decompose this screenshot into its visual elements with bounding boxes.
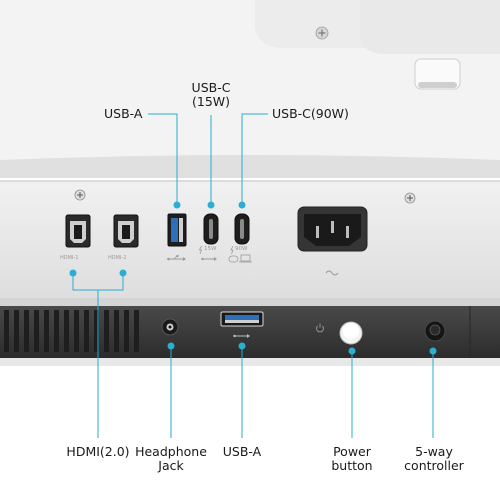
power-delivery-icon — [198, 245, 203, 255]
label-usb-a-top: USB-A — [104, 106, 143, 121]
label-usb-a-bottom: USB-A — [222, 444, 262, 459]
usb-a-port-top[interactable] — [167, 213, 187, 247]
power-button[interactable] — [339, 321, 363, 345]
callout-dot-headphone — [167, 342, 175, 350]
five-way-controller[interactable] — [424, 320, 446, 342]
callout-dot-controller — [429, 347, 437, 355]
usb-c-90w-marking — [230, 245, 234, 255]
callout-line-usb-a-top — [148, 113, 178, 205]
callout-dot-usb-a-bottom — [238, 342, 246, 350]
label-power-line1: Power — [333, 444, 371, 459]
power-icon — [316, 323, 324, 333]
hdmi-2-marking: HDMI-2 — [108, 255, 127, 261]
usb-c-15w-marking — [198, 245, 203, 255]
usb-icon-bottom — [233, 334, 250, 338]
callout-dot-power — [348, 347, 356, 355]
hdmi-2-port[interactable] — [113, 214, 139, 248]
ac-symbol-icon — [325, 270, 339, 276]
ventilation-grille — [4, 310, 139, 352]
usb-c-15w-wattage: 15W — [204, 246, 217, 252]
panel-screw-right-icon — [404, 192, 416, 204]
callout-dot-usb-c-15w — [207, 201, 215, 209]
callout-dot-usb-c-90w — [238, 201, 246, 209]
usb-icon — [167, 255, 186, 261]
stand-screw-icon — [315, 26, 329, 40]
stand-release-latch[interactable] — [414, 58, 461, 90]
usb-c-90w-port[interactable] — [234, 213, 250, 245]
headphone-jack[interactable] — [161, 318, 179, 336]
callout-dot-hdmi-2 — [119, 269, 127, 277]
usb-icon-15w — [201, 257, 217, 261]
label-headphone-line1: Headphone — [135, 444, 207, 459]
label-power-line2: button — [331, 458, 373, 473]
usb-c-15w-port[interactable] — [203, 213, 219, 245]
callout-dot-usb-a-top — [173, 201, 181, 209]
label-headphone-line2: Jack — [158, 458, 184, 473]
hdmi-1-port[interactable] — [65, 214, 91, 248]
callout-lines — [69, 113, 437, 438]
label-usb-c-15w-line1: USB-C — [191, 80, 231, 95]
label-controller-line1: 5-way — [415, 444, 453, 459]
callout-line-usb-c-90w — [241, 113, 268, 205]
label-usb-c-90w: USB-C(90W) — [272, 106, 349, 121]
callout-dot-hdmi-1 — [69, 269, 77, 277]
label-hdmi: HDMI(2.0) — [66, 444, 130, 459]
usb-a-port-bottom[interactable] — [220, 311, 264, 327]
power-delivery-icon — [230, 245, 234, 255]
label-usb-c-15w-line2: (15W) — [191, 94, 231, 109]
displayport-laptop-icon — [228, 254, 252, 263]
usb-c-90w-wattage: 90W — [235, 246, 248, 252]
ac-power-inlet[interactable] — [297, 206, 368, 252]
hdmi-1-marking: HDMI-1 — [60, 255, 79, 261]
panel-screw-left-icon — [74, 189, 86, 201]
label-controller-line2: controller — [404, 458, 464, 473]
